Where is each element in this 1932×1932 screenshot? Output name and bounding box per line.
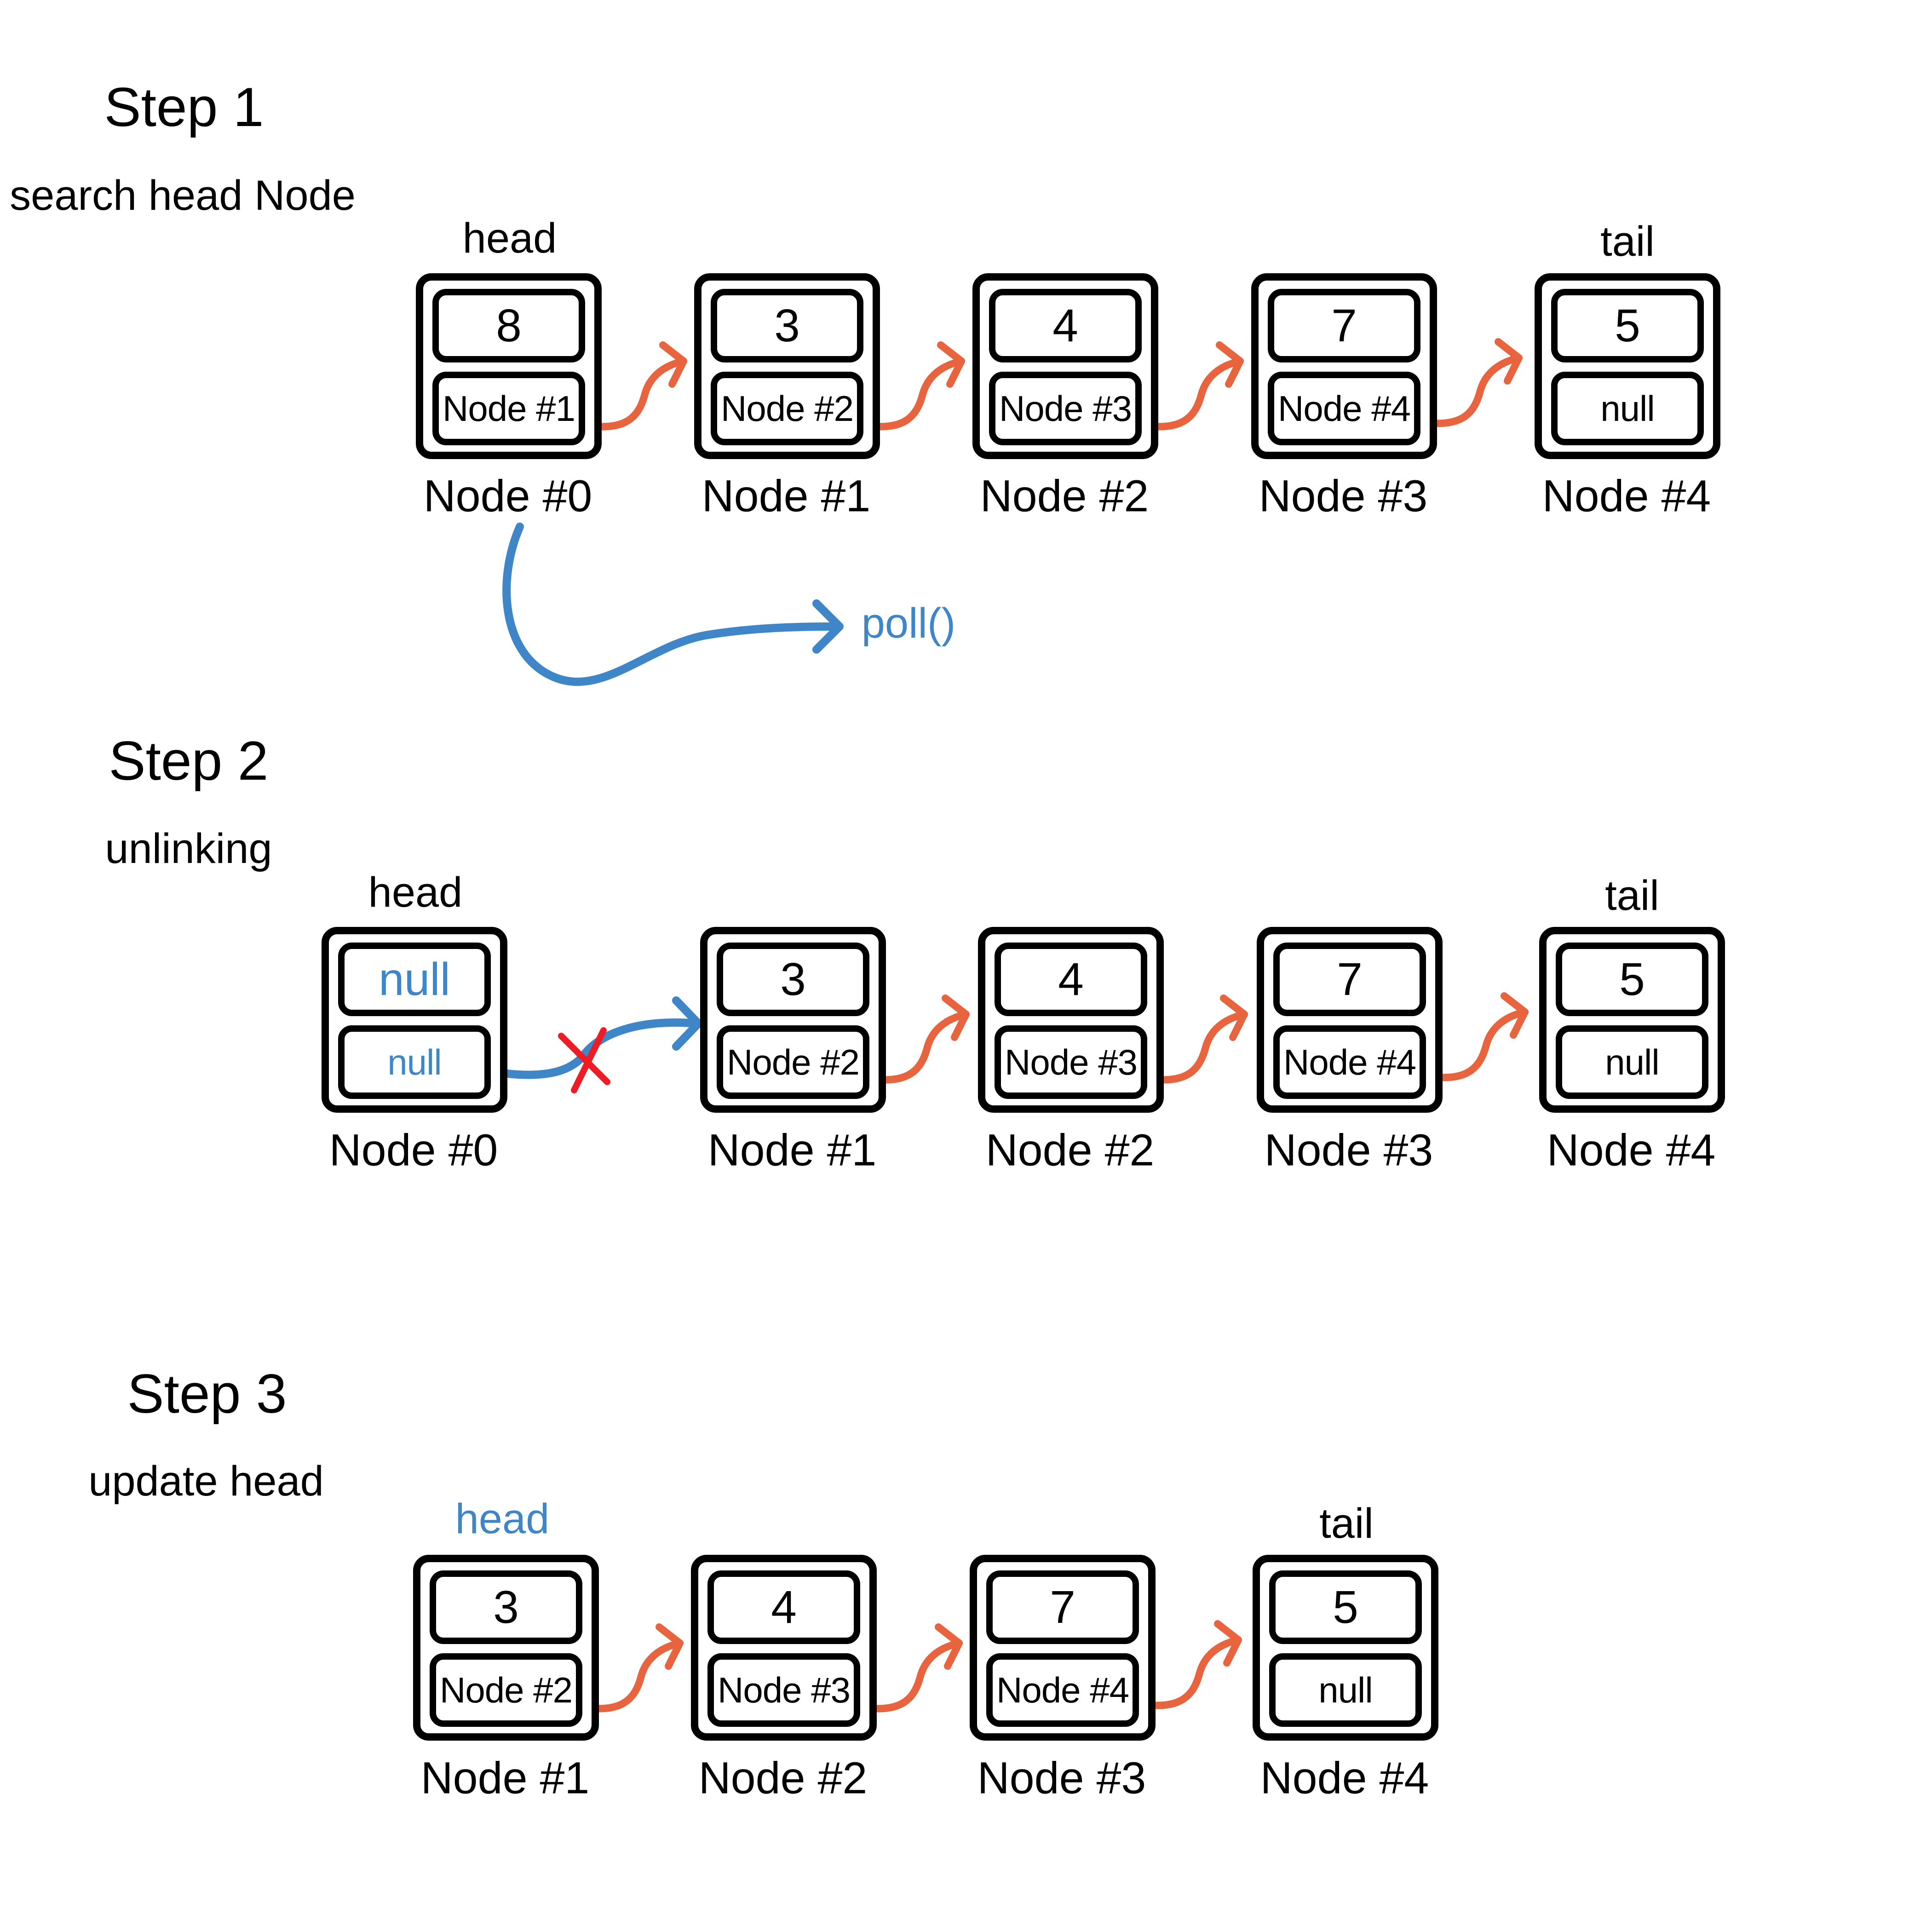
node-caption: Node #2 <box>985 1125 1155 1175</box>
node-next-pointer: Node #3 <box>989 372 1142 445</box>
step-2-node-1: 3 Node #2 <box>700 927 886 1113</box>
link-arrow <box>1144 1011 1248 1084</box>
link-arrow-head <box>1495 338 1523 385</box>
node-next-pointer: Node #3 <box>707 1653 860 1727</box>
node-value: 3 <box>717 943 869 1016</box>
node-next-pointer: null <box>1551 372 1704 445</box>
link-arrow <box>1140 357 1244 431</box>
link-arrow-head <box>942 995 970 1041</box>
node-next-pointer: Node #4 <box>1273 1025 1426 1099</box>
node-caption: Node #0 <box>329 1125 498 1175</box>
node-caption: Node #3 <box>977 1753 1146 1803</box>
link-arrow <box>1425 1008 1529 1081</box>
step-3-node-1: 4 Node #3 <box>691 1555 877 1741</box>
step-2-subtitle: unlinking <box>105 825 272 872</box>
node-value: 4 <box>989 289 1142 362</box>
head-marker: head <box>455 1495 550 1542</box>
link-arrow <box>580 1639 684 1713</box>
node-value: 5 <box>1551 289 1704 362</box>
link-arrow-head <box>1501 992 1529 1039</box>
node-next-pointer: Node #2 <box>711 372 863 445</box>
node-value: 7 <box>1268 289 1420 362</box>
poll-arrow-head <box>812 599 844 654</box>
node-next-pointer: Node #2 <box>717 1025 869 1099</box>
node-value: 7 <box>1273 943 1426 1016</box>
node-value: null <box>338 943 491 1016</box>
node-value: 4 <box>707 1570 860 1644</box>
step-2-title: Step 2 <box>109 730 269 792</box>
node-caption: Node #1 <box>702 471 871 521</box>
head-marker: head <box>368 869 463 916</box>
link-arrow-head <box>1216 341 1244 388</box>
step-3-node-2: 7 Node #4 <box>970 1555 1156 1741</box>
node-value: 5 <box>1556 943 1708 1016</box>
step-2-node-4: 5 null <box>1539 927 1725 1113</box>
node-next-pointer: null <box>1269 1653 1422 1727</box>
unlinked-arrow-head <box>672 996 702 1051</box>
head-marker: head <box>462 215 557 262</box>
link-arrow-head <box>1214 1620 1242 1667</box>
node-value: 5 <box>1269 1570 1422 1644</box>
node-next-pointer: Node #2 <box>430 1653 582 1727</box>
link-arrow <box>1138 1636 1242 1709</box>
node-next-pointer: Node #1 <box>432 372 585 445</box>
node-next-pointer: null <box>1556 1025 1708 1099</box>
node-caption: Node #1 <box>707 1125 877 1175</box>
step-1-node-4: 5 null <box>1535 273 1720 459</box>
tail-marker: tail <box>1605 872 1659 919</box>
node-caption: Node #2 <box>980 471 1149 521</box>
link-arrow <box>859 1639 963 1713</box>
node-caption: Node #3 <box>1259 471 1428 521</box>
node-caption: Node #4 <box>1547 1125 1716 1175</box>
link-arrow <box>583 357 687 431</box>
step-2-node-0: null null <box>322 927 507 1113</box>
node-next-pointer: null <box>338 1025 491 1099</box>
node-caption: Node #0 <box>423 471 592 521</box>
step-3-node-3: 5 null <box>1253 1555 1438 1741</box>
step-1-subtitle: search head Node <box>10 172 356 219</box>
node-value: 7 <box>986 1570 1139 1644</box>
step-3-node-0: 3 Node #2 <box>413 1555 599 1741</box>
step-3-title: Step 3 <box>127 1363 287 1425</box>
node-value: 3 <box>711 289 863 362</box>
node-value: 3 <box>430 1570 582 1644</box>
cut-mark <box>571 1027 607 1093</box>
node-caption: Node #4 <box>1542 471 1711 521</box>
step-2-node-3: 7 Node #4 <box>1257 927 1443 1113</box>
cut-mark <box>558 1033 610 1085</box>
step-1-node-2: 4 Node #3 <box>972 273 1158 459</box>
link-arrow <box>861 357 965 431</box>
poll-arrow <box>502 523 841 686</box>
node-caption: Node #4 <box>1260 1753 1429 1803</box>
node-caption: Node #3 <box>1264 1125 1433 1175</box>
link-arrow <box>1419 354 1523 427</box>
link-arrow-head <box>659 341 687 388</box>
node-caption: Node #2 <box>698 1753 868 1803</box>
link-arrow-head <box>937 341 965 388</box>
tail-marker: tail <box>1319 1500 1374 1547</box>
poll-action-label: poll() <box>861 600 956 647</box>
step-1-node-0: 8 Node #1 <box>416 273 602 459</box>
step-3-subtitle: update head <box>88 1458 324 1505</box>
step-1-node-1: 3 Node #2 <box>694 273 880 459</box>
link-arrow-head <box>935 1623 963 1670</box>
node-value: 8 <box>432 289 585 362</box>
step-2-node-2: 4 Node #3 <box>978 927 1164 1113</box>
step-1-title: Step 1 <box>104 76 264 138</box>
step-1-node-3: 7 Node #4 <box>1251 273 1437 459</box>
node-value: 4 <box>995 943 1147 1016</box>
tail-marker: tail <box>1600 218 1655 265</box>
node-next-pointer: Node #4 <box>986 1653 1139 1727</box>
node-next-pointer: Node #4 <box>1268 372 1420 445</box>
node-next-pointer: Node #3 <box>995 1025 1147 1099</box>
link-arrow <box>866 1011 970 1084</box>
link-arrow-head <box>1220 995 1248 1041</box>
link-arrow-head <box>656 1623 684 1670</box>
node-caption: Node #1 <box>420 1753 590 1803</box>
